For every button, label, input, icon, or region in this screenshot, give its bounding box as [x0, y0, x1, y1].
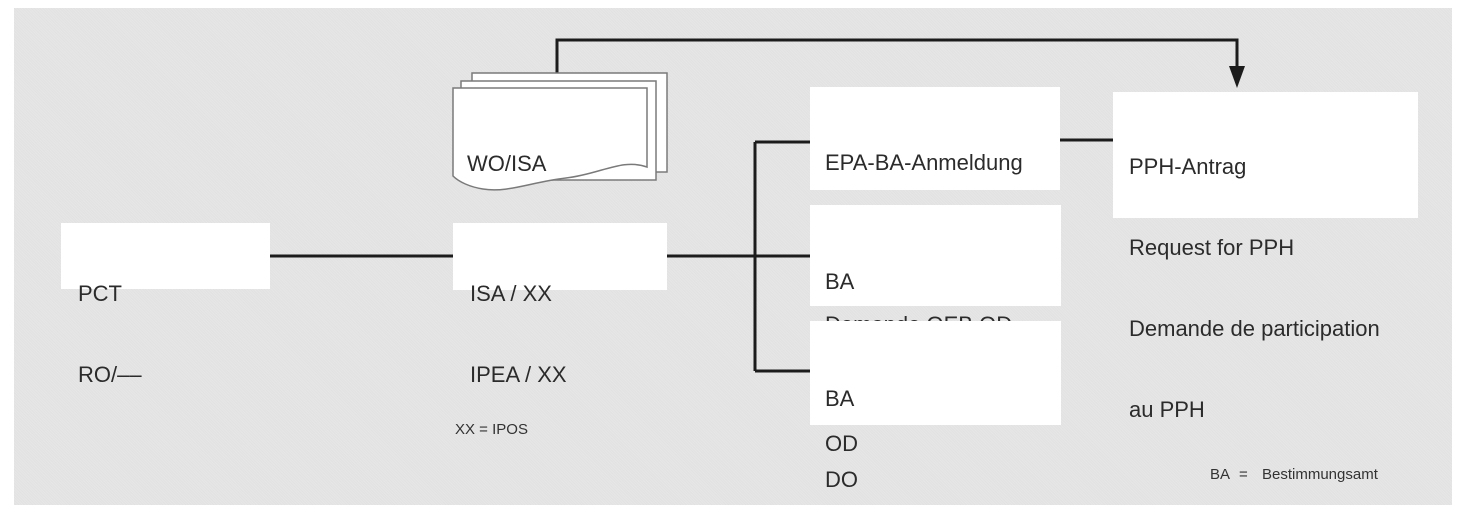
legend-abbr: BA [1210, 466, 1231, 483]
ba2-box-line: BA [825, 386, 855, 411]
document-stack-icon [452, 72, 668, 191]
isa-box-line: IPEA / XX [470, 362, 567, 387]
ba-do-od-box-1: BA DO OD [810, 205, 1061, 456]
pph-box-line: Request for PPH [1129, 235, 1295, 260]
document-page-front [452, 87, 648, 191]
pct-box-line: PCT [78, 281, 122, 306]
legend-definition: Bestimmungsamt [1262, 466, 1378, 483]
ba1-box-line: OD [825, 431, 858, 456]
doc-label-line: WO/ISA [467, 151, 547, 176]
legend-equals: = [1239, 466, 1248, 483]
ba2-box-line: DO [825, 467, 858, 492]
isa-box-line: ISA / XX [470, 281, 552, 306]
pct-ro-box: PCT RO/–– [61, 223, 270, 387]
pph-box-line: au PPH [1129, 397, 1205, 422]
legend-row-ba: BA = Bestimmungsamt [1210, 464, 1378, 486]
ba1-box-line: BA [825, 269, 855, 294]
arrowhead-icon [1229, 66, 1245, 88]
pph-request-box: PPH-Antrag Request for PPH Demande de pa… [1113, 92, 1418, 422]
pph-box-line: Demande de participation [1129, 316, 1380, 341]
abbreviation-legend: BA = Bestimmungsamt DO = designated Offi… [1210, 420, 1378, 519]
epa-do-application-box: EPA-BA-Anmeldung EPO DO application Dema… [810, 87, 1060, 337]
pct-box-line: RO/–– [78, 362, 142, 387]
pph-box-line: PPH-Antrag [1129, 154, 1247, 179]
ba-do-od-box-2: BA DO OD [810, 321, 1061, 492]
isa-ipea-box: ISA / XX IPEA / XX [453, 223, 667, 387]
xx-ipos-legend: XX = IPOS [455, 421, 528, 438]
epa-box-line: EPA-BA-Anmeldung [825, 150, 1023, 175]
feedback-arrow-line [555, 38, 1239, 74]
